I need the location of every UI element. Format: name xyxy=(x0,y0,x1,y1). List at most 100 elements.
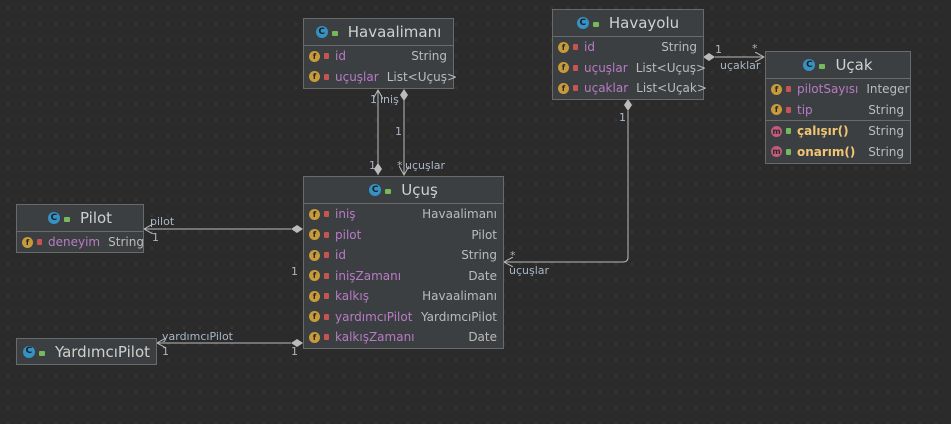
public-lock-icon xyxy=(819,64,826,69)
class-icon: C xyxy=(576,17,589,29)
private-lock-icon xyxy=(324,293,329,300)
private-lock-icon xyxy=(324,53,329,60)
edge-havayolu-ucus[interactable] xyxy=(504,99,632,262)
field-type: Pilot xyxy=(471,227,497,242)
mult-label: * xyxy=(397,159,403,172)
class-havayolu[interactable]: C Havayolu f id String f uçuşlar List<Uç… xyxy=(552,9,707,100)
private-lock-icon xyxy=(324,272,329,279)
mult-label: * xyxy=(752,42,758,55)
field-name: kalkışZamanı xyxy=(335,330,415,345)
method-type: String xyxy=(868,124,904,139)
public-lock-icon xyxy=(592,22,599,27)
field-icon: f xyxy=(309,290,320,302)
class-pilot[interactable]: C Pilot f deneyim String xyxy=(16,204,144,253)
field-icon: f xyxy=(22,236,33,248)
edge-havaalimani-ucus-inis[interactable] xyxy=(374,90,382,175)
public-lock-icon xyxy=(38,350,45,356)
private-lock-icon xyxy=(573,44,578,51)
field-row[interactable]: f pilotSayısı Integer xyxy=(766,79,910,100)
class-yardimcipilot[interactable]: C YardımcıPilot xyxy=(16,338,157,365)
field-row[interactable]: f uçuşlar List<Uçuş> xyxy=(553,58,707,79)
class-name: Havaalimanı xyxy=(347,23,442,41)
field-icon: f xyxy=(309,311,320,323)
field-row[interactable]: f pilot Pilot xyxy=(304,225,503,246)
field-type: YardımcıPilot xyxy=(420,309,497,324)
field-row[interactable]: f uçuşlar List<Uçuş> xyxy=(304,67,457,88)
private-lock-icon xyxy=(786,86,791,93)
class-ucus[interactable]: C Uçuş f iniş Havaalimanı f pilot Pilot … xyxy=(303,176,504,349)
field-type: List<Uçuş> xyxy=(635,60,707,75)
edge-havayolu-ucak[interactable] xyxy=(703,53,764,61)
field-icon: f xyxy=(309,249,320,261)
field-row[interactable]: f id String xyxy=(304,245,503,266)
field-icon: f xyxy=(309,270,320,282)
field-type: Havaalimanı xyxy=(422,207,497,222)
private-lock-icon xyxy=(786,106,791,113)
field-name: kalkış xyxy=(335,289,369,304)
field-icon: f xyxy=(309,331,320,343)
role-label: uçuşlar xyxy=(509,264,550,277)
private-lock-icon xyxy=(324,231,329,238)
field-row[interactable]: f inişZamanı Date xyxy=(304,266,503,287)
role-label: uçuşlar xyxy=(405,159,446,172)
class-icon: C xyxy=(22,345,35,358)
class-havaalimani[interactable]: C Havaalimanı f id String f uçuşlar List… xyxy=(303,18,457,89)
public-lock-icon xyxy=(63,217,70,222)
field-icon: f xyxy=(558,41,569,53)
mult-label: 1 xyxy=(619,111,626,124)
edge-ucus-yardimcipilot[interactable] xyxy=(157,339,303,347)
field-name: tip xyxy=(797,102,813,117)
field-type: List<Uçak> xyxy=(636,81,707,96)
field-row[interactable]: f id String xyxy=(553,37,703,58)
private-lock-icon xyxy=(573,64,578,71)
field-name: id xyxy=(335,248,346,263)
mult-label: 1 xyxy=(162,345,169,358)
class-name: Pilot xyxy=(79,209,113,227)
field-row[interactable]: f kalkış Havaalimanı xyxy=(304,286,503,307)
method-name: onarım() xyxy=(797,144,856,159)
field-name: inişZamanı xyxy=(335,268,402,283)
field-icon: f xyxy=(558,82,569,94)
field-type: List<Uçuş> xyxy=(386,69,458,84)
mult-label: * xyxy=(510,249,516,262)
role-label: yardımcıPilot xyxy=(162,330,233,343)
role-label: iniş xyxy=(380,93,399,106)
field-type: Havaalimanı xyxy=(422,289,497,304)
field-icon: f xyxy=(309,71,320,83)
class-header: C Pilot xyxy=(17,205,143,232)
mult-label: 1 xyxy=(291,345,298,358)
class-header: C YardımcıPilot xyxy=(17,339,156,364)
private-lock-icon xyxy=(37,239,42,246)
field-type: String xyxy=(411,49,447,64)
field-name: uçuşlar xyxy=(335,69,379,84)
field-row[interactable]: f tip String xyxy=(766,100,910,121)
class-name: Uçuş xyxy=(401,181,438,199)
field-name: uçaklar xyxy=(584,81,629,96)
field-row[interactable]: f uçaklar List<Uçak> xyxy=(553,78,707,99)
field-row[interactable]: f kalkışZamanı Date xyxy=(304,327,503,348)
class-header: C Havayolu xyxy=(553,10,703,37)
field-type: String xyxy=(461,248,497,263)
role-label: pilot xyxy=(150,215,175,228)
class-ucak[interactable]: C Uçak f pilotSayısı Integer f tip Strin… xyxy=(765,51,911,164)
method-row[interactable]: m çalışır() String xyxy=(766,121,910,142)
class-name: Uçak xyxy=(835,56,873,74)
field-row[interactable]: f yardımcıPilot YardımcıPilot xyxy=(304,307,503,328)
field-name: uçuşlar xyxy=(584,60,628,75)
class-icon: C xyxy=(803,59,816,71)
edge-havaalimani-ucus-ucuslar[interactable] xyxy=(400,89,408,175)
field-row[interactable]: f id String xyxy=(304,46,453,67)
field-row[interactable]: f iniş Havaalimanı xyxy=(304,204,503,225)
field-type: String xyxy=(868,102,904,117)
public-lock-icon xyxy=(786,128,791,135)
method-row[interactable]: m onarım() String xyxy=(766,142,910,163)
public-lock-icon xyxy=(786,148,791,155)
private-lock-icon xyxy=(324,73,329,80)
field-row[interactable]: f deneyim String xyxy=(17,232,144,253)
field-type: Integer xyxy=(866,82,910,97)
field-icon: f xyxy=(558,62,569,74)
edge-ucus-pilot[interactable] xyxy=(144,225,303,233)
mult-label: 1 xyxy=(715,43,722,56)
